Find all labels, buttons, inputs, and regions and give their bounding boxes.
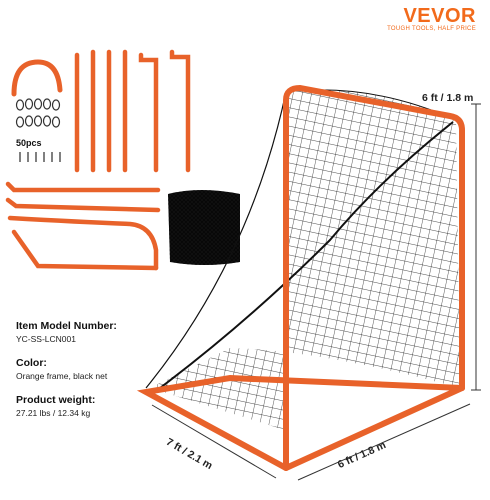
- dimension-lines: [151, 103, 481, 481]
- net-clips-part: [15, 98, 61, 128]
- spec-color: Color: Orange frame, black net: [16, 357, 107, 382]
- spec-label: Item Model Number:: [16, 320, 117, 332]
- clip-count-label: 50pcs: [16, 138, 42, 148]
- spec-value: 27.21 lbs / 12.34 kg: [16, 408, 91, 418]
- spec-model: Item Model Number: YC-SS-LCN001: [16, 320, 117, 345]
- height-dimension-label: 6 ft / 1.8 m: [422, 92, 474, 104]
- spec-value: YC-SS-LCN001: [16, 334, 76, 344]
- spec-weight: Product weight: 27.21 lbs / 12.34 kg: [16, 394, 95, 419]
- goal-frame: [136, 84, 465, 471]
- brand-name: VEVOR: [403, 5, 476, 27]
- brand-logo: VEVOR TOUGH TOOLS, HALF PRICE: [387, 6, 476, 32]
- brand-tagline: TOUGH TOOLS, HALF PRICE: [387, 26, 476, 32]
- base-bars-part: [5, 181, 161, 271]
- goal-net: [145, 89, 460, 431]
- screws-part: [19, 152, 61, 162]
- spec-label: Product weight:: [16, 394, 96, 406]
- curved-pole-part: [11, 59, 63, 97]
- folded-net-part: [168, 190, 240, 265]
- spec-value: Orange frame, black net: [16, 371, 108, 381]
- straight-poles-part: [74, 49, 191, 173]
- spec-label: Color:: [16, 357, 47, 369]
